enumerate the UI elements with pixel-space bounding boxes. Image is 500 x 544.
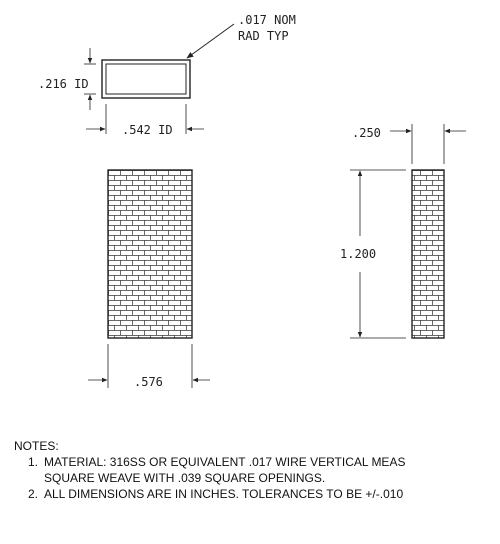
nominal-callout: .017 NOM RAD TYP xyxy=(186,13,296,59)
width-dimension: .576 xyxy=(88,344,210,389)
note-line: MATERIAL: 316SS OR EQUIVALENT .017 WIRE … xyxy=(44,455,406,469)
callout-leader xyxy=(186,23,235,59)
id-height-label: .216 ID xyxy=(38,77,89,91)
note-line: SQUARE WEAVE WITH .039 SQUARE OPENINGS. xyxy=(44,471,326,485)
width-label: .576 xyxy=(134,375,163,389)
thickness-dimension: .250 xyxy=(352,124,466,164)
mesh-panel-side xyxy=(411,169,445,339)
note-number: 1. xyxy=(27,455,38,469)
corner-radius-mark xyxy=(178,59,191,72)
tube-outer-wall xyxy=(101,59,191,99)
id-width-label: .542 ID xyxy=(122,123,173,137)
id-height-dimension: .216 ID xyxy=(38,48,96,110)
end-view-section xyxy=(101,59,191,99)
note-item: 2. ALL DIMENSIONS ARE IN INCHES. TOLERAN… xyxy=(14,486,484,502)
note-number: 2. xyxy=(27,487,38,501)
note-text: ALL DIMENSIONS ARE IN INCHES. TOLERANCES… xyxy=(44,486,484,502)
notes-block: NOTES: 1. MATERIAL: 316SS OR EQUIVALENT … xyxy=(14,438,484,502)
note-text: MATERIAL: 316SS OR EQUIVALENT .017 WIRE … xyxy=(44,454,484,486)
tube-inner-wall xyxy=(105,63,187,95)
note-line: ALL DIMENSIONS ARE IN INCHES. TOLERANCES… xyxy=(44,487,404,501)
height-label: 1.200 xyxy=(340,247,376,261)
mesh-panel-front xyxy=(107,169,193,339)
callout-line-1: .017 NOM xyxy=(238,13,296,27)
id-width-dimension: .542 ID xyxy=(86,104,204,137)
side-view-mesh xyxy=(411,169,445,339)
note-item: 1. MATERIAL: 316SS OR EQUIVALENT .017 WI… xyxy=(14,454,484,486)
notes-heading: NOTES: xyxy=(14,439,59,453)
thickness-label: .250 xyxy=(352,126,381,140)
height-dimension: 1.200 xyxy=(340,169,406,339)
front-view-mesh xyxy=(107,169,193,339)
callout-line-2: RAD TYP xyxy=(238,29,289,43)
